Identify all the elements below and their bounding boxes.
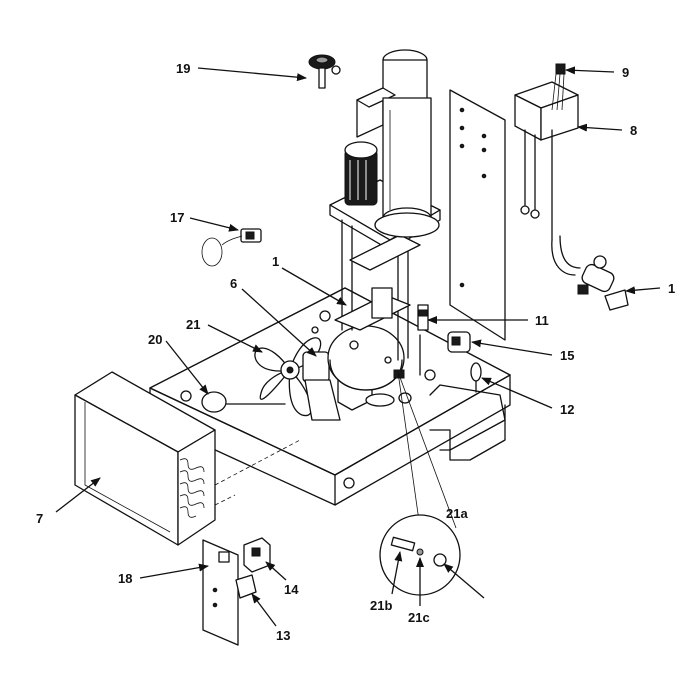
filter-drier-12 [470, 362, 482, 393]
arrow-1a [281, 267, 347, 306]
arrow-14 [265, 561, 287, 581]
sensor-9 [551, 63, 566, 111]
callout-13: 13 [276, 628, 290, 643]
callout-16: 18 [118, 571, 132, 586]
callout-18: 20 [148, 332, 162, 347]
bracket-16 [202, 539, 239, 646]
arrow-19 [197, 67, 307, 82]
arrow-20 [207, 324, 263, 353]
arrow-16 [139, 563, 209, 579]
callout-8: 8 [630, 123, 637, 138]
arrow-13 [251, 593, 277, 627]
clip-13 [235, 574, 257, 599]
switch-11 [417, 304, 429, 331]
arrow-8 [577, 123, 623, 132]
condenser-coil [74, 371, 301, 546]
callout-1-left: 1 [272, 254, 279, 269]
arrow-7 [55, 477, 101, 513]
cord-15 [201, 228, 262, 267]
callout-19: 19 [176, 61, 190, 76]
arrow-1b [625, 286, 661, 295]
callout-12: 12 [560, 402, 574, 417]
fan-motor-bracket-18 [201, 391, 286, 413]
detail-21-circle [379, 371, 461, 596]
arrow-18 [165, 340, 209, 395]
arrow-9 [565, 66, 615, 75]
leader-arrows [55, 66, 661, 627]
callout-6: 6 [230, 276, 237, 291]
arrow-12 [481, 377, 553, 409]
callout-21: 21a [446, 506, 468, 521]
control-box-8 [514, 81, 581, 276]
callout-21a: 21b [370, 598, 392, 613]
tubing [419, 334, 506, 461]
callout-labels: 19 9 8 1 17 1 6 21 20 11 15 12 7 18 14 1… [36, 61, 675, 643]
callout-11: 11 [535, 313, 549, 328]
gear-motor [344, 141, 378, 206]
evaporator-tower [356, 49, 440, 238]
callout-9: 9 [622, 65, 629, 80]
callout-15: 17 [170, 210, 184, 225]
arrow-21a [391, 551, 403, 595]
switch-14 [243, 537, 271, 573]
thermostat-19 [308, 54, 341, 89]
callout-17: 15 [560, 348, 574, 363]
callout-1-right: 1 [668, 281, 675, 296]
compressor [327, 325, 412, 411]
arrow-6 [241, 288, 317, 357]
callout-14: 14 [284, 582, 299, 597]
callout-20: 21 [186, 317, 200, 332]
arrow-21c [443, 563, 485, 599]
arrow-17 [471, 339, 553, 356]
fan-motor [302, 351, 341, 421]
callout-21b: 21c [408, 610, 430, 625]
callout-7: 7 [36, 511, 43, 526]
water-valve-1 [577, 255, 629, 311]
side-panel [449, 89, 506, 341]
valve-17 [447, 331, 471, 353]
arrow-15 [189, 217, 239, 232]
